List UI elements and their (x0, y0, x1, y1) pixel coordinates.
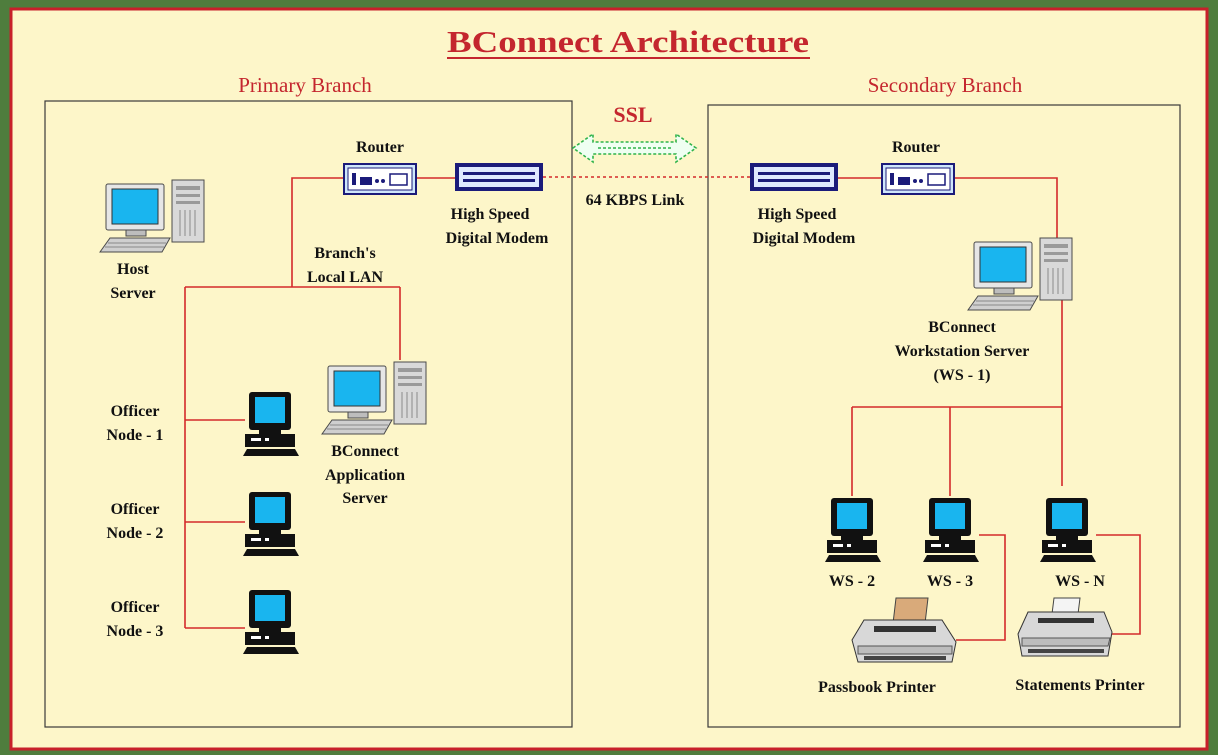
officer-node-2-label-line1: Officer (111, 501, 160, 518)
lan-label-line1: Branch's (314, 245, 375, 262)
ws-3-terminal-icon (923, 498, 979, 562)
host-server-label-line1: Host (117, 261, 150, 278)
officer-node-1-label-line2: Node - 1 (107, 427, 164, 444)
secondary-branch-wiring (838, 177, 1141, 641)
ws-3-label: WS - 3 (927, 573, 973, 590)
primary-branch-box (44, 100, 573, 728)
primary-modem-label-line1: High Speed (451, 206, 530, 223)
app-server-label-line2: Application (325, 467, 405, 484)
secondary-branch-title: Secondary Branch (868, 73, 1023, 97)
secondary-router-icon (881, 163, 955, 195)
primary-branch-title: Primary Branch (238, 73, 372, 97)
passbook-printer-icon (851, 597, 957, 663)
workstation-server-icon (967, 237, 1073, 311)
ws-2-terminal-icon (825, 498, 881, 562)
diagram-title: BConnect Architecture (447, 24, 809, 59)
officer-node-2-terminal-icon (243, 492, 299, 556)
secondary-modem-label-line2: Digital Modem (753, 230, 856, 247)
ssl-label: SSL (613, 102, 652, 127)
primary-router-icon (343, 163, 417, 195)
workstation-server-label-line2: Workstation Server (895, 343, 1030, 360)
primary-router-label: Router (356, 139, 404, 156)
lan-label-line2: Local LAN (307, 269, 383, 286)
ssl-double-arrow-icon (571, 132, 698, 164)
secondary-router-label: Router (892, 139, 940, 156)
primary-modem-icon (455, 163, 543, 191)
passbook-printer-label: Passbook Printer (818, 679, 936, 696)
host-server-icon (99, 179, 205, 253)
link-speed-label: 64 KBPS Link (586, 192, 685, 209)
officer-node-3-label-line2: Node - 3 (107, 623, 164, 640)
application-server-icon (321, 361, 427, 435)
secondary-branch-box (707, 104, 1181, 728)
secondary-modem-label-line1: High Speed (758, 206, 837, 223)
ws-n-label: WS - N (1055, 573, 1105, 590)
workstation-server-label-line3: (WS - 1) (934, 367, 991, 384)
diagram-canvas (9, 7, 1209, 751)
secondary-modem-icon (750, 163, 838, 191)
officer-node-3-label-line1: Officer (111, 599, 160, 616)
officer-node-1-terminal-icon (243, 392, 299, 456)
primary-branch-wiring (184, 177, 455, 629)
ws-n-terminal-icon (1040, 498, 1096, 562)
primary-modem-label-line2: Digital Modem (446, 230, 549, 247)
app-server-label-line1: BConnect (331, 443, 399, 460)
app-server-label-line3: Server (342, 490, 387, 507)
workstation-server-label-line1: BConnect (928, 319, 996, 336)
statements-printer-label: Statements Printer (1015, 677, 1144, 694)
statements-printer-icon (1017, 597, 1113, 657)
officer-node-2-label-line2: Node - 2 (107, 525, 164, 542)
officer-node-1-label-line1: Officer (111, 403, 160, 420)
ws-2-label: WS - 2 (829, 573, 875, 590)
host-server-label-line2: Server (110, 285, 155, 302)
officer-node-3-terminal-icon (243, 590, 299, 654)
